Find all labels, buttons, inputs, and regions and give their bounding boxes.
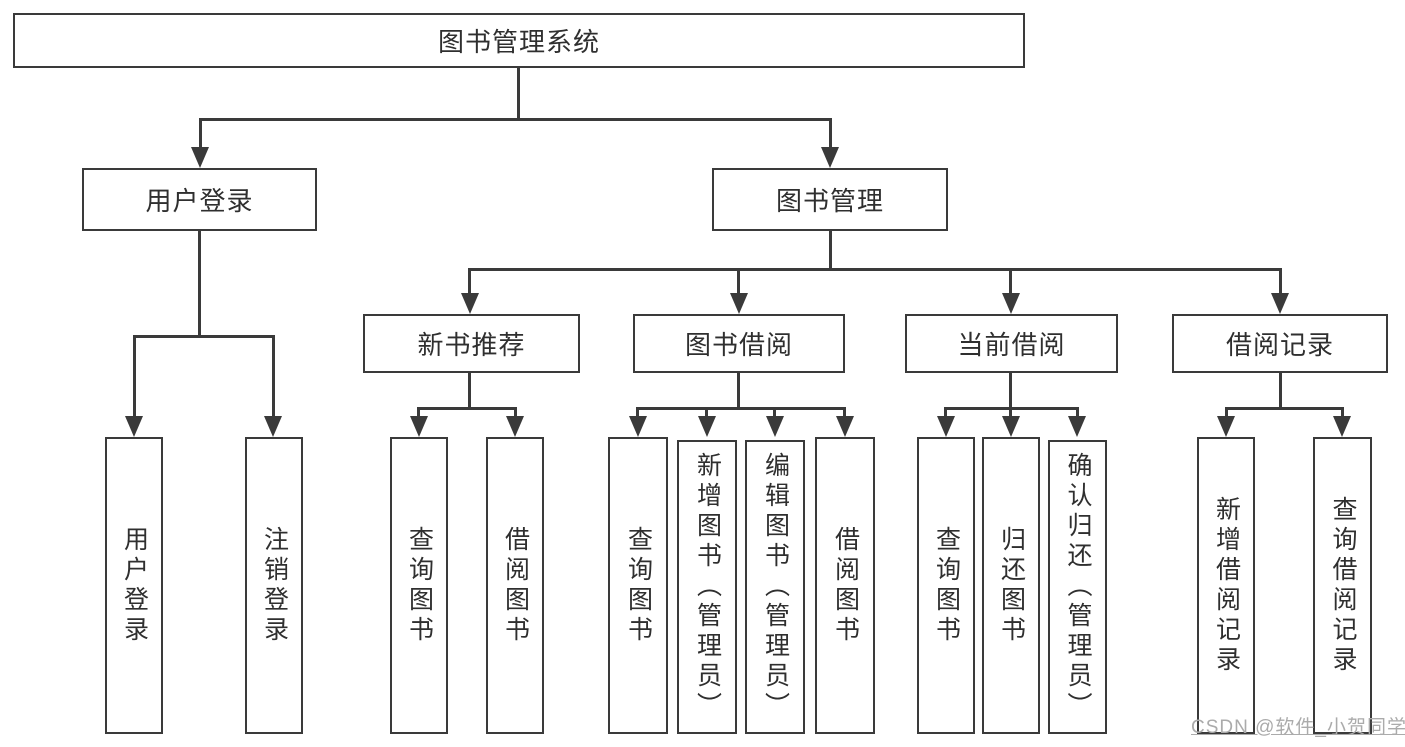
connector-line — [514, 407, 517, 419]
connector-line — [1225, 407, 1228, 419]
connector-line — [417, 407, 420, 419]
connector-line — [517, 68, 520, 121]
connector-arrow-icon — [1068, 416, 1086, 437]
leaf-cb-confirm-return-admin: 确认归还（管理员） — [1048, 440, 1107, 734]
connector-line — [468, 268, 471, 298]
connector-arrow-icon — [821, 147, 839, 168]
connector-line — [198, 231, 201, 338]
leaf-bb-add-books-admin: 新增图书（管理员） — [677, 440, 737, 734]
leaf-user-login: 用户登录 — [105, 437, 163, 734]
node-book-management: 图书管理 — [712, 168, 948, 231]
node-user-login-label: 用户登录 — [145, 186, 254, 216]
leaf-user-login-label: 用户登录 — [120, 525, 149, 646]
connector-line — [133, 335, 275, 338]
leaf-cb-return-books-label: 归还图书 — [997, 525, 1026, 646]
connector-arrow-icon — [1002, 416, 1020, 437]
connector-arrow-icon — [125, 416, 143, 437]
connector-arrow-icon — [766, 416, 784, 437]
connector-arrow-icon — [836, 416, 854, 437]
leaf-cb-return-books: 归还图书 — [982, 437, 1040, 734]
leaf-bb-query-books-label: 查询图书 — [624, 525, 653, 646]
connector-arrow-icon — [1217, 416, 1235, 437]
connector-arrow-icon — [506, 416, 524, 437]
node-user-login: 用户登录 — [82, 168, 317, 231]
connector-line — [1009, 268, 1012, 298]
connector-arrow-icon — [629, 416, 647, 437]
node-borrowing-records: 借阅记录 — [1172, 314, 1388, 373]
connector-line — [944, 407, 947, 419]
leaf-rec-borrow-books: 借阅图书 — [486, 437, 544, 734]
leaf-br-add-record: 新增借阅记录 — [1197, 437, 1255, 734]
connector-line — [1279, 268, 1282, 298]
connector-line — [636, 407, 846, 410]
connector-line — [1009, 407, 1012, 419]
connector-line — [1009, 373, 1012, 410]
connector-line — [829, 231, 832, 271]
connector-arrow-icon — [1333, 416, 1351, 437]
node-new-book-recommendation-label: 新书推荐 — [417, 330, 526, 360]
connector-arrow-icon — [410, 416, 428, 437]
connector-line — [829, 118, 832, 152]
csdn-watermark: CSDN @软件_小贺同学 — [1191, 717, 1405, 738]
leaf-bb-borrow-books: 借阅图书 — [815, 437, 875, 734]
connector-arrow-icon — [698, 416, 716, 437]
node-book-borrowing: 图书借阅 — [633, 314, 845, 373]
leaf-cb-query-books-label: 查询图书 — [932, 525, 961, 646]
leaf-br-query-record: 查询借阅记录 — [1313, 437, 1372, 734]
connector-arrow-icon — [730, 293, 748, 314]
leaf-cb-query-books: 查询图书 — [917, 437, 975, 734]
connector-line — [737, 373, 740, 410]
leaf-rec-query-books-label: 查询图书 — [405, 525, 434, 646]
connector-arrow-icon — [461, 293, 479, 314]
node-current-borrowing-label: 当前借阅 — [957, 330, 1066, 360]
node-book-borrowing-label: 图书借阅 — [684, 330, 793, 360]
leaf-bb-add-books-admin-label: 新增图书（管理员） — [693, 452, 722, 722]
connector-line — [636, 407, 639, 419]
node-borrowing-records-label: 借阅记录 — [1225, 330, 1334, 360]
connector-line — [417, 407, 517, 410]
connector-line — [468, 373, 471, 410]
leaf-cb-confirm-return-admin-label: 确认归还（管理员） — [1064, 452, 1092, 722]
leaf-bb-edit-books-admin-label: 编辑图书（管理员） — [761, 452, 790, 722]
leaf-br-add-record-label: 新增借阅记录 — [1212, 495, 1241, 676]
connector-line — [1341, 407, 1344, 419]
connector-line — [199, 118, 831, 121]
node-book-management-label: 图书管理 — [775, 186, 884, 216]
connector-line — [468, 268, 1282, 271]
connector-line — [705, 407, 708, 419]
leaf-bb-edit-books-admin: 编辑图书（管理员） — [745, 440, 805, 734]
connector-arrow-icon — [937, 416, 955, 437]
leaf-br-query-record-label: 查询借阅记录 — [1329, 495, 1357, 676]
node-current-borrowing: 当前借阅 — [905, 314, 1118, 373]
leaf-logout: 注销登录 — [245, 437, 303, 734]
connector-line — [1225, 407, 1343, 410]
connector-arrow-icon — [191, 147, 209, 168]
connector-line — [133, 335, 136, 419]
connector-line — [773, 407, 776, 419]
leaf-bb-query-books: 查询图书 — [608, 437, 668, 734]
leaf-logout-label: 注销登录 — [260, 525, 289, 646]
connector-arrow-icon — [264, 416, 282, 437]
connector-arrow-icon — [1002, 293, 1020, 314]
connector-line — [199, 118, 202, 152]
connector-line — [272, 335, 275, 419]
connector-line — [737, 268, 740, 298]
node-new-book-recommendation: 新书推荐 — [363, 314, 580, 373]
leaf-rec-query-books: 查询图书 — [390, 437, 448, 734]
connector-arrow-icon — [1271, 293, 1289, 314]
connector-line — [1076, 407, 1079, 419]
node-root: 图书管理系统 — [13, 13, 1025, 68]
leaf-rec-borrow-books-label: 借阅图书 — [501, 525, 530, 646]
leaf-bb-borrow-books-label: 借阅图书 — [831, 525, 860, 646]
connector-line — [1279, 373, 1282, 410]
connector-line — [843, 407, 846, 419]
node-root-label: 图书管理系统 — [437, 27, 600, 57]
